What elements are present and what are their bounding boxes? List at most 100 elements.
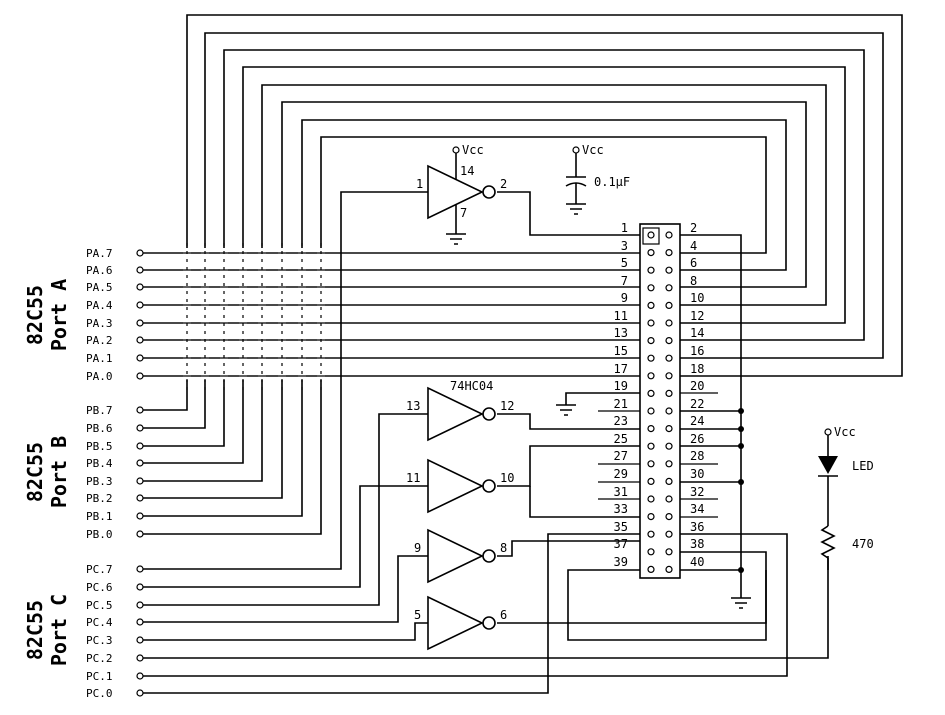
inverter-gate-5: 5 6 — [414, 595, 507, 651]
gate-output-wires — [497, 191, 767, 641]
svg-text:Vcc: Vcc — [462, 143, 484, 157]
svg-text:20: 20 — [690, 379, 704, 393]
connector-hole — [665, 477, 673, 485]
connector-left-labels: 1 3 5 7 9 11 13 15 17 19 21 23 25 27 29 … — [614, 221, 628, 569]
svg-text:6: 6 — [690, 256, 697, 270]
connector-hole — [647, 495, 655, 503]
connector-hole — [665, 460, 673, 468]
svg-text:PB.0: PB.0 — [86, 528, 113, 541]
svg-text:4: 4 — [690, 239, 697, 253]
connector-hole — [665, 372, 673, 380]
svg-text:36: 36 — [690, 520, 704, 534]
connector-hole — [665, 231, 673, 239]
svg-text:PC.7: PC.7 — [86, 563, 113, 576]
svg-text:PB.1: PB.1 — [86, 510, 113, 523]
svg-text:PB.2: PB.2 — [86, 492, 113, 505]
svg-text:PA.5: PA.5 — [86, 281, 113, 294]
connector-hole — [647, 407, 655, 415]
connector-hole — [665, 548, 673, 556]
connector-hole — [647, 460, 655, 468]
svg-text:23: 23 — [614, 414, 628, 428]
connector-hole — [665, 319, 673, 327]
connector-hole — [665, 301, 673, 309]
svg-text:17: 17 — [614, 362, 628, 376]
svg-text:10: 10 — [690, 291, 704, 305]
svg-text:PC.1: PC.1 — [86, 670, 113, 683]
connector-hole — [665, 266, 673, 274]
led-circuit: Vcc LED 470 — [818, 425, 874, 570]
connector-hole — [665, 512, 673, 521]
svg-text:1: 1 — [416, 177, 423, 191]
svg-text:PC.2: PC.2 — [86, 652, 113, 665]
connector-hole — [665, 249, 673, 257]
svg-text:5: 5 — [621, 256, 628, 270]
port-c-pins: PC.7 PC.6 PC.5 PC.4 PC.3 PC.2 PC.1 PC.0 — [86, 563, 113, 700]
port-a-pins: PA.7 PA.6 PA.5 PA.4 PA.3 PA.2 PA.1 PA.0 — [86, 247, 113, 383]
led-icon — [818, 456, 838, 474]
svg-text:33: 33 — [614, 502, 628, 516]
connector-hole — [647, 354, 655, 362]
connector-hole — [665, 407, 673, 415]
connector-hole — [665, 565, 673, 574]
svg-text:8: 8 — [500, 541, 507, 555]
connector-hole — [647, 337, 655, 345]
connector-hole — [647, 266, 655, 274]
ic-part-label: 74HC04 — [450, 379, 493, 393]
connector-hole — [647, 372, 655, 380]
svg-text:9: 9 — [414, 541, 421, 555]
svg-text:22: 22 — [690, 397, 704, 411]
connector-hole — [665, 354, 673, 362]
connector-hole — [665, 337, 673, 345]
svg-text:8: 8 — [690, 274, 697, 288]
svg-text:13: 13 — [614, 326, 628, 340]
svg-text:PA.0: PA.0 — [86, 370, 113, 383]
connector-hole — [647, 548, 655, 556]
svg-text:10: 10 — [500, 471, 514, 485]
svg-text:38: 38 — [690, 537, 704, 551]
connector-hole — [665, 530, 673, 538]
connector-hole — [647, 512, 655, 521]
svg-text:31: 31 — [614, 485, 628, 499]
svg-text:9: 9 — [621, 291, 628, 305]
svg-text:LED: LED — [852, 459, 874, 473]
svg-text:PA.3: PA.3 — [86, 317, 113, 330]
svg-text:Port C: Port C — [47, 594, 71, 666]
svg-text:1: 1 — [621, 221, 628, 235]
svg-text:PC.5: PC.5 — [86, 599, 113, 612]
svg-text:35: 35 — [614, 520, 628, 534]
svg-text:PC.6: PC.6 — [86, 581, 113, 594]
svg-text:12: 12 — [690, 309, 704, 323]
svg-text:PC.3: PC.3 — [86, 634, 113, 647]
connector-40pin — [639, 223, 681, 579]
connector-hole — [647, 301, 655, 309]
svg-text:Port B: Port B — [47, 436, 71, 508]
svg-text:15: 15 — [614, 344, 628, 358]
svg-text:12: 12 — [500, 399, 514, 413]
svg-text:11: 11 — [406, 471, 420, 485]
svg-text:PC.4: PC.4 — [86, 616, 113, 629]
svg-text:PB.5: PB.5 — [86, 440, 113, 453]
svg-text:30: 30 — [690, 467, 704, 481]
svg-text:40: 40 — [690, 555, 704, 569]
svg-text:5: 5 — [414, 608, 421, 622]
port-b-rails — [143, 14, 903, 535]
connector-hole — [647, 425, 655, 433]
connector-hole — [647, 442, 655, 450]
svg-text:26: 26 — [690, 432, 704, 446]
port-b-pins: PB.7 PB.6 PB.5 PB.4 PB.3 PB.2 PB.1 PB.0 — [86, 404, 113, 541]
connector-stub-lines — [598, 392, 718, 518]
connector-hole — [665, 495, 673, 503]
svg-text:470: 470 — [852, 537, 874, 551]
inverter-gate-1: 1 2 — [416, 164, 507, 220]
svg-text:11: 11 — [614, 309, 628, 323]
port-c-title: 82C55 Port C — [23, 594, 71, 666]
svg-text:16: 16 — [690, 344, 704, 358]
connector-hole — [647, 565, 655, 574]
gate-power: Vcc 14 7 — [446, 143, 484, 245]
svg-text:PC.0: PC.0 — [86, 687, 113, 700]
svg-text:18: 18 — [690, 362, 704, 376]
svg-text:0.1μF: 0.1μF — [594, 175, 630, 189]
svg-text:3: 3 — [621, 239, 628, 253]
connector-hole — [647, 477, 655, 485]
